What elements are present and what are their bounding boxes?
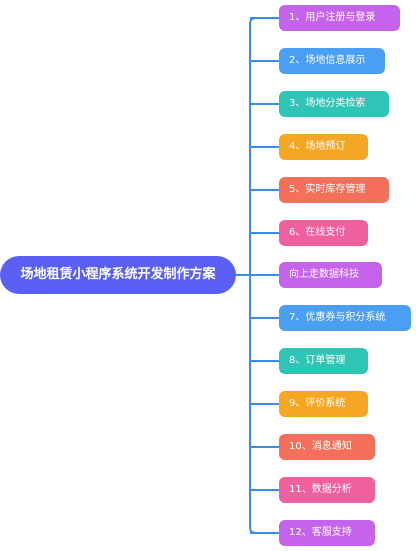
branch-customer-support[interactable]: 12、客服支持	[279, 520, 375, 546]
branch-venue-booking[interactable]: 4、场地预订	[279, 134, 368, 160]
branch-company-label[interactable]: 向上走数据科技	[279, 262, 382, 288]
branch-message-notification[interactable]: 10、消息通知	[279, 434, 375, 460]
branch-review-system[interactable]: 9、评价系统	[279, 391, 368, 417]
branch-coupons-points[interactable]: 7、优惠券与积分系统	[279, 305, 411, 331]
branch-realtime-inventory[interactable]: 5、实时库存管理	[279, 177, 389, 203]
branch-venue-category-search[interactable]: 3、场地分类检索	[279, 91, 389, 117]
root-topic[interactable]: 场地租赁小程序系统开发制作方案	[0, 256, 236, 294]
branch-order-management[interactable]: 8、订单管理	[279, 348, 368, 374]
branch-online-payment[interactable]: 6、在线支付	[279, 220, 368, 246]
branch-data-analysis[interactable]: 11、数据分析	[279, 477, 375, 503]
branch-venue-info-display[interactable]: 2、场地信息展示	[279, 48, 385, 74]
branch-user-registration-login[interactable]: 1、用户注册与登录	[279, 5, 400, 31]
